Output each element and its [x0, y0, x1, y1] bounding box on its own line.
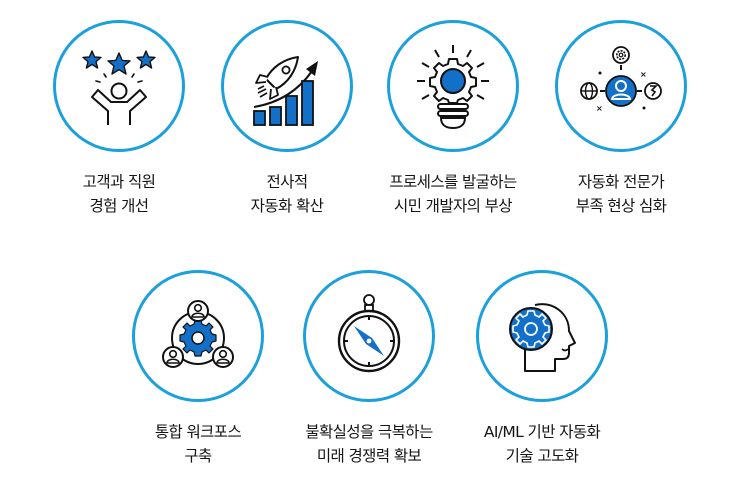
benefit-item-ai-ml-automation: AI/ML 기반 자동화 기술 고도화	[452, 270, 632, 468]
benefit-item-citizen-developers: 프로세스를 발굴하는 시민 개발자의 부상	[363, 20, 543, 218]
benefit-item-future-competitiveness: 불확실성을 극복하는 미래 경쟁력 확보	[279, 270, 459, 468]
icon-circle: × ×	[555, 20, 687, 152]
benefit-label: 자동화 전문가 부족 현상 심화	[575, 173, 667, 215]
team-gear-workforce-icon	[162, 300, 234, 368]
icon-circle	[476, 270, 608, 402]
benefit-label: 불확실성을 극복하는 미래 경쟁력 확보	[305, 423, 433, 465]
lightbulb-gear-icon	[417, 45, 489, 130]
benefit-label: 전사적 자동화 확산	[250, 173, 324, 215]
icon-circle	[303, 270, 435, 402]
benefit-label: 통합 워크포스 구축	[154, 423, 242, 465]
svg-text:×: ×	[596, 104, 603, 113]
benefit-label: 프로세스를 발굴하는 시민 개발자의 부상	[389, 173, 517, 215]
svg-text:×: ×	[640, 70, 647, 79]
icon-circle	[221, 20, 353, 152]
compass-icon	[337, 294, 401, 373]
expert-network-icon: × ×	[580, 46, 662, 113]
happy-customer-stars-icon	[82, 50, 156, 125]
icon-circle	[132, 270, 264, 402]
rocket-growth-chart-icon	[253, 56, 318, 126]
benefit-item-enterprise-automation: 전사적 자동화 확산	[197, 20, 377, 218]
benefit-item-customer-experience: 고객과 직원 경험 개선	[29, 20, 209, 218]
benefit-item-expert-shortage: × × 자동화 전문가 부족 현상 심화	[531, 20, 711, 218]
icon-circle	[53, 20, 185, 152]
icon-circle	[387, 20, 519, 152]
benefit-label: 고객과 직원 경험 개선	[82, 173, 156, 215]
ai-head-gear-icon	[509, 303, 576, 372]
benefit-label: AI/ML 기반 자동화 기술 고도화	[483, 423, 601, 465]
benefit-item-integrated-workforce: 통합 워크포스 구축	[108, 270, 288, 468]
